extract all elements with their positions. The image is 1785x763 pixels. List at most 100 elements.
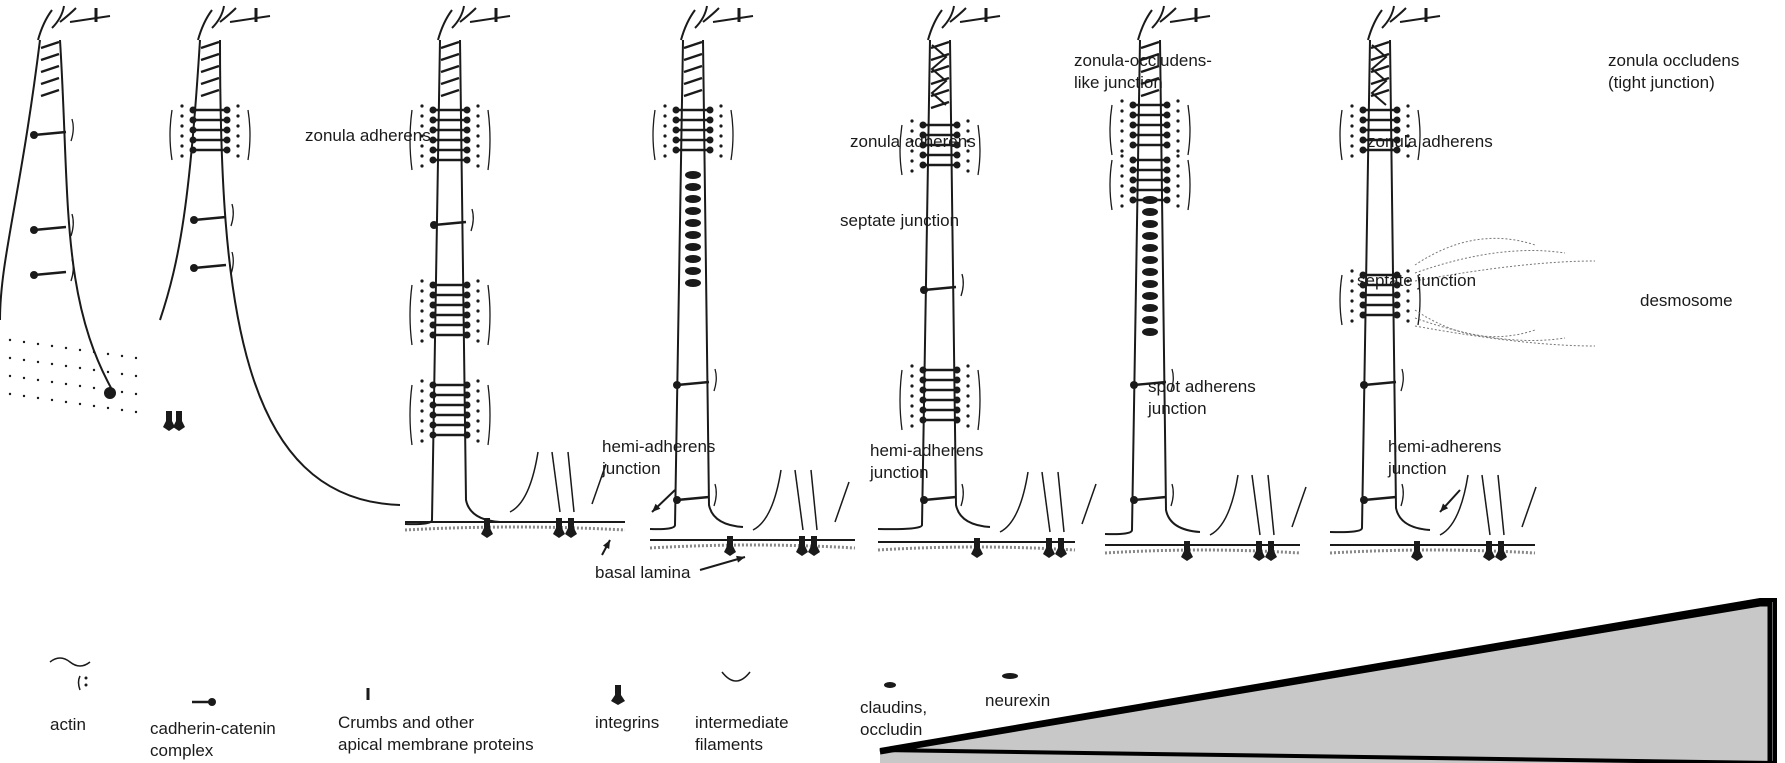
actin-dot <box>966 374 969 377</box>
catenin-dot <box>1164 122 1171 129</box>
actin-dot <box>180 154 183 157</box>
membrane-right <box>60 40 115 395</box>
matrix-dot <box>93 405 95 407</box>
crumbs-tick <box>41 42 59 48</box>
crumbs-tick <box>441 90 459 96</box>
matrix-dot <box>93 369 95 371</box>
actin-dot <box>180 114 183 117</box>
catenin-dot <box>430 432 437 439</box>
catenin-dot <box>464 117 471 124</box>
actin-dot <box>1120 109 1123 112</box>
actin-dot <box>420 339 423 342</box>
actin-dots-icon <box>79 676 81 690</box>
intermediate-filament-icon <box>722 672 750 681</box>
label-basal-lamina: basal lamina <box>595 562 690 583</box>
basal-lamina <box>650 545 855 548</box>
apical-line <box>713 16 753 22</box>
cell-tip <box>104 387 116 399</box>
catenin-dot <box>707 137 714 144</box>
filament <box>753 470 781 530</box>
apical-line <box>1400 16 1440 22</box>
actin-dot <box>1120 149 1123 152</box>
actin-dot <box>1176 119 1179 122</box>
catenin-dot <box>30 271 38 279</box>
actin-dot <box>910 414 913 417</box>
actin-dot <box>910 374 913 377</box>
filament <box>1042 472 1050 532</box>
catenin-dot <box>673 117 680 124</box>
zonula-adherens-block <box>410 279 490 345</box>
actin-curve <box>1401 369 1403 391</box>
actin-dot <box>420 104 423 107</box>
matrix-dot <box>121 373 123 375</box>
crumbs-tick <box>201 90 219 96</box>
filament <box>1252 475 1260 535</box>
catenin-dot <box>430 147 437 154</box>
legend-cadherin: cadherin-catenin <box>150 718 276 739</box>
actin-dot <box>910 159 913 162</box>
label-septate-junction-1: septate junction <box>840 210 959 231</box>
microvilli <box>198 6 236 40</box>
catenin-dot <box>707 117 714 124</box>
actin-curve <box>900 370 902 430</box>
actin-dot <box>1406 309 1409 312</box>
filament <box>510 452 538 512</box>
catenin-dot <box>707 147 714 154</box>
actin-dot <box>476 439 479 442</box>
actin-dot <box>420 114 423 117</box>
crumbs-tick <box>684 42 702 48</box>
catenin-dot <box>673 381 681 389</box>
catenin-dot <box>464 422 471 429</box>
actin-dot <box>966 384 969 387</box>
catenin-dot <box>920 417 927 424</box>
actin-dot <box>236 154 239 157</box>
actin-curve <box>1110 160 1112 210</box>
catenin-dot <box>1130 167 1137 174</box>
actin-dot <box>966 159 969 162</box>
basal-lamina <box>405 527 625 530</box>
actin-dot <box>1406 104 1409 107</box>
catenin-dot <box>954 152 961 159</box>
filament <box>1058 472 1064 532</box>
catenin-dot <box>464 157 471 164</box>
actin-dot <box>966 414 969 417</box>
catenin-dot <box>1164 102 1171 109</box>
matrix-dot <box>23 395 25 397</box>
actin-dot <box>236 134 239 137</box>
catenin-dot <box>430 302 437 309</box>
actin-dot <box>910 119 913 122</box>
matrix-dot <box>51 363 53 365</box>
catenin-dot <box>1164 177 1171 184</box>
legend-neurexin: neurexin <box>985 690 1050 711</box>
catenin-dot <box>1360 302 1367 309</box>
catenin-dot <box>1130 122 1137 129</box>
actin-dot <box>1120 164 1123 167</box>
catenin-dot <box>1164 187 1171 194</box>
catenin-dot <box>1130 102 1137 109</box>
matrix-dot <box>37 379 39 381</box>
matrix-dot <box>23 377 25 379</box>
integrin <box>173 411 185 431</box>
label-hemi-adherens-1: hemi-adherens <box>602 436 715 457</box>
actin-dot <box>476 144 479 147</box>
label-zonula-adherens-1: zonula adherens <box>305 125 431 146</box>
actin-dot <box>910 364 913 367</box>
crumbs-tick <box>684 90 702 96</box>
actin-dot <box>1120 194 1123 197</box>
actin-dot <box>420 439 423 442</box>
label-spot-adherens: spot adherens <box>1148 376 1256 397</box>
label-zonula-occludens-like-2: like junction <box>1074 72 1163 93</box>
actin-dot <box>476 319 479 322</box>
zonula-adherens-block <box>1110 99 1190 155</box>
actin-curve <box>471 209 473 231</box>
actin-dot <box>1350 154 1353 157</box>
catenin-dot <box>1394 302 1401 309</box>
matrix-dot <box>51 381 53 383</box>
actin-dot <box>1406 319 1409 322</box>
legend-intermediate: intermediate <box>695 712 789 733</box>
actin-dot <box>1120 204 1123 207</box>
zonula-adherens-block <box>170 104 250 160</box>
catenin-dot <box>954 377 961 384</box>
actin-curve <box>170 110 172 160</box>
actin-dot <box>966 424 969 427</box>
